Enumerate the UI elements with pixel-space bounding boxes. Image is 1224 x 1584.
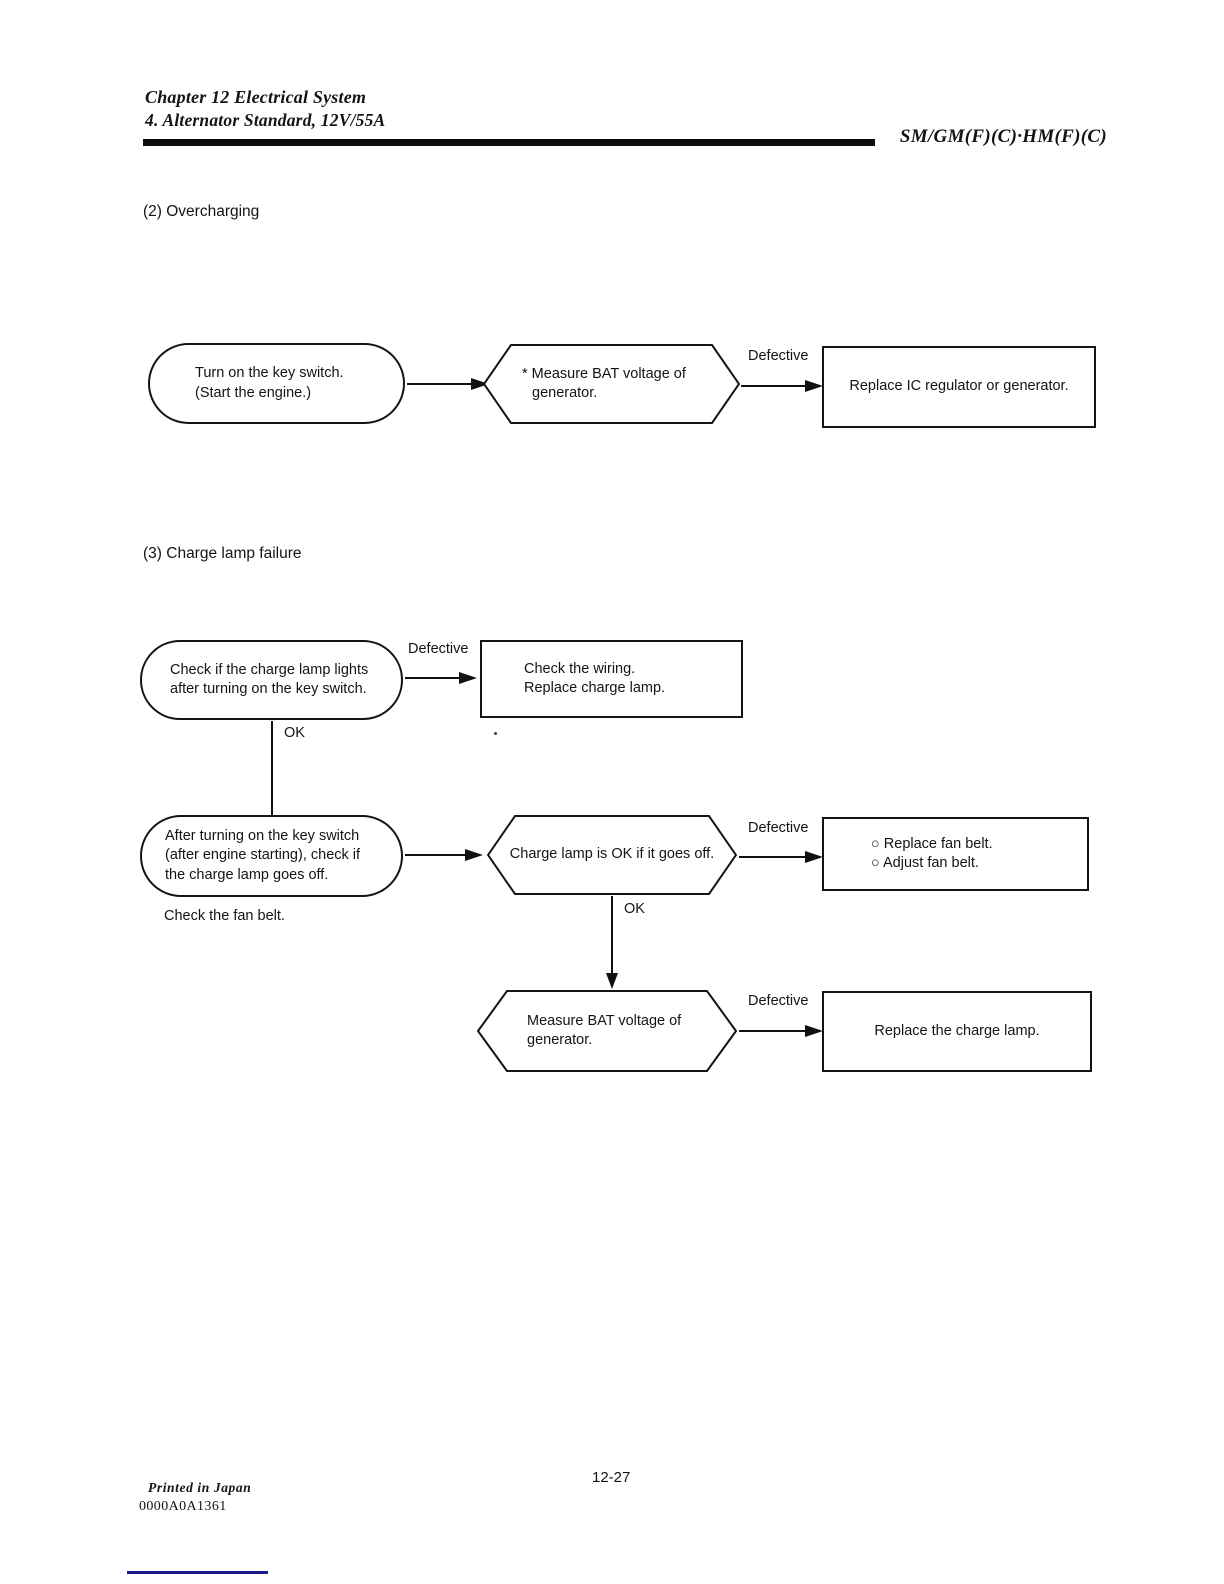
arrowhead-right-icon <box>465 849 483 861</box>
arrowhead-right-icon <box>459 672 477 684</box>
arrowhead-right-icon <box>805 380 823 392</box>
node-key-switch-start-text: Turn on the key switch. (Start the engin… <box>195 365 344 401</box>
hexagon-shape <box>487 815 737 895</box>
edge-label-ok-1: OK <box>284 725 305 741</box>
node-key-switch-start: Turn on the key switch. (Start the engin… <box>148 343 405 424</box>
footer-page-number: 12-27 <box>592 1469 631 1486</box>
connector-line <box>405 677 461 679</box>
node-check-lamp-goes-off-text: After turning on the key switch (after e… <box>165 827 361 883</box>
arrowhead-right-icon <box>805 1025 823 1037</box>
header-chapter-title: Chapter 12 Electrical System <box>145 87 367 107</box>
note-check-fan-belt: Check the fan belt. <box>164 908 285 924</box>
edge-label-defective-3: Defective <box>748 820 809 836</box>
connector-line <box>407 383 473 385</box>
node-check-wiring-text: Check the wiring. Replace charge lamp. <box>524 660 666 697</box>
arrowhead-down-icon <box>606 973 618 989</box>
connector-line <box>405 854 467 856</box>
node-check-lamp-goes-off: After turning on the key switch (after e… <box>140 815 403 897</box>
node-measure-bat-voltage-2: Measure BAT voltage of generator. <box>477 990 737 1072</box>
connector-ok-down-1 <box>271 721 273 816</box>
connector-line <box>739 1030 807 1032</box>
footer-doc-code: 0000A0A1361 <box>139 1499 227 1514</box>
node-measure-bat-voltage-text: * Measure BAT voltage of generator. <box>522 365 686 402</box>
footer-printed-in: Printed in Japan <box>148 1480 252 1495</box>
arrowhead-right-icon <box>805 851 823 863</box>
connector-ok-down-2 <box>611 896 613 974</box>
node-measure-bat-voltage-2-text: Measure BAT voltage of generator. <box>527 1012 682 1049</box>
node-replace-charge-lamp: Replace the charge lamp. <box>822 991 1092 1072</box>
node-replace-ic-regulator: Replace IC regulator or generator. <box>822 346 1096 428</box>
footer-accent-line <box>127 1571 268 1574</box>
node-check-charge-lamp-lights-text: Check if the charge lamp lights after tu… <box>170 661 369 698</box>
hexagon-shape <box>477 990 737 1072</box>
node-replace-ic-regulator-text: Replace IC regulator or generator. <box>849 378 1069 395</box>
edge-label-defective-4: Defective <box>748 993 809 1009</box>
node-fan-belt-actions: ○ Replace fan belt. ○ Adjust fan belt. <box>822 817 1089 891</box>
edge-label-ok-2: OK <box>624 901 645 917</box>
header-section-title: 4. Alternator Standard, 12V/55A <box>145 110 386 130</box>
node-check-wiring: Check the wiring. Replace charge lamp. <box>480 640 743 718</box>
section-label-charge-lamp-failure: (3) Charge lamp failure <box>143 545 302 562</box>
node-fan-belt-actions-text: ○ Replace fan belt. ○ Adjust fan belt. <box>871 835 993 872</box>
connector-line <box>741 385 807 387</box>
scan-speck <box>494 732 497 735</box>
edge-label-defective-2: Defective <box>408 641 469 657</box>
node-charge-lamp-ok-test: Charge lamp is OK if it goes off. <box>487 815 737 895</box>
section-label-overcharging: (2) Overcharging <box>143 203 260 220</box>
header-model-code: SM/GM(F)(C)·HM(F)(C) <box>899 126 1107 147</box>
header-rule <box>143 139 875 146</box>
arrowhead-right-icon <box>471 378 489 390</box>
node-check-charge-lamp-lights: Check if the charge lamp lights after tu… <box>140 640 403 720</box>
connector-line <box>739 856 807 858</box>
node-measure-bat-voltage: * Measure BAT voltage of generator. <box>483 344 740 424</box>
edge-label-defective-1: Defective <box>748 348 809 364</box>
node-replace-charge-lamp-text: Replace the charge lamp. <box>874 1022 1040 1039</box>
hexagon-shape <box>483 344 740 424</box>
node-charge-lamp-ok-test-text: Charge lamp is OK if it goes off. <box>509 846 715 863</box>
